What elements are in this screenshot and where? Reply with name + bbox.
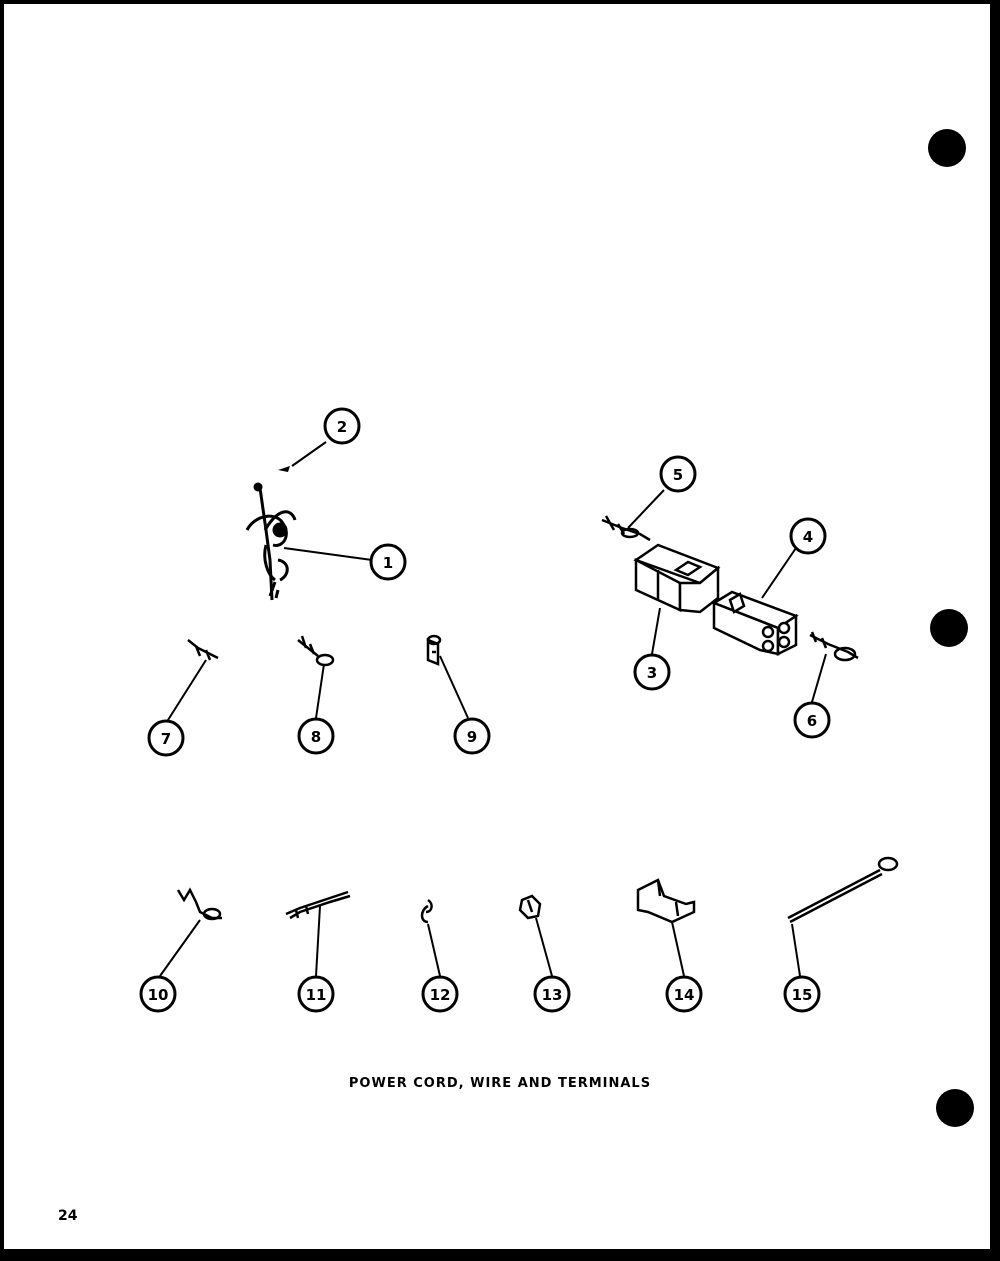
binder-hole (936, 1089, 974, 1127)
callout-circle (793, 701, 831, 739)
callout-12: 12 (421, 975, 459, 1013)
power-cord-illustration (245, 482, 297, 601)
socket-terminal-illustration (809, 631, 859, 662)
callout-label: 10 (148, 986, 169, 1004)
callout-7: 7 (147, 719, 185, 757)
callout-circle (297, 975, 335, 1013)
callout-label: 5 (673, 466, 683, 484)
callout-label: 11 (306, 986, 327, 1004)
callout-circle (789, 517, 827, 555)
callout-circle (369, 543, 407, 581)
callout-10: 10 (139, 975, 177, 1013)
wire-nut-13-illustration (518, 894, 542, 920)
callout-2: 2 (323, 407, 361, 445)
callout-circle (665, 975, 703, 1013)
callout-circle (139, 975, 177, 1013)
callout-circle (533, 975, 571, 1013)
callout-1: 1 (369, 543, 407, 581)
callout-circle (147, 719, 185, 757)
diagram-title: POWER CORD, WIRE AND TERMINALS (348, 1076, 652, 1091)
terminal-10-illustration (176, 887, 222, 921)
callout-circle (659, 455, 697, 493)
callout-label: 13 (542, 986, 563, 1004)
callout-8: 8 (297, 717, 335, 755)
callout-label: 2 (337, 418, 347, 436)
callout-label: 7 (161, 730, 171, 748)
leader-lines (159, 441, 827, 977)
callout-13: 13 (533, 975, 571, 1013)
parts-sheet (4, 4, 990, 1249)
callout-circle (421, 975, 459, 1013)
terminal-9-illustration (426, 634, 442, 666)
callout-label: 1 (383, 554, 393, 572)
callout-label: 3 (647, 664, 657, 682)
callout-label: 12 (430, 986, 451, 1004)
callout-14: 14 (665, 975, 703, 1013)
callout-label: 4 (803, 528, 813, 546)
wire-clip-12-illustration (420, 898, 433, 924)
callout-circle (323, 407, 361, 445)
callout-label: 6 (807, 712, 817, 730)
callout-circle (633, 653, 671, 691)
terminal-8-illustration (297, 635, 335, 667)
callout-circle (783, 975, 821, 1013)
page-number: 24 (58, 1208, 78, 1224)
pin-terminal-illustration (601, 515, 651, 542)
callout-label: 8 (311, 728, 321, 746)
callout-label: 15 (792, 986, 813, 1004)
callout-11: 11 (297, 975, 335, 1013)
cable-tie-15-illustration (787, 856, 899, 924)
callout-circle (297, 717, 335, 755)
terminal-7-illustration (187, 639, 219, 661)
connector-housing-male-illustration (711, 590, 799, 657)
callout-6: 6 (793, 701, 831, 739)
callout-5: 5 (659, 455, 697, 493)
wire-end-illustration (278, 466, 290, 472)
callout-circle (453, 717, 491, 755)
callout-4: 4 (789, 517, 827, 555)
callout-9: 9 (453, 717, 491, 755)
connector-housing-female-illustration (633, 543, 721, 614)
callout-15: 15 (783, 975, 821, 1013)
binder-hole (928, 129, 966, 167)
binder-hole (930, 609, 968, 647)
callout-label: 9 (467, 728, 477, 746)
terminal-11-illustration (285, 890, 351, 920)
callout-3: 3 (633, 653, 671, 691)
callout-label: 14 (674, 986, 695, 1004)
wire-clamp-14-illustration (636, 878, 696, 924)
